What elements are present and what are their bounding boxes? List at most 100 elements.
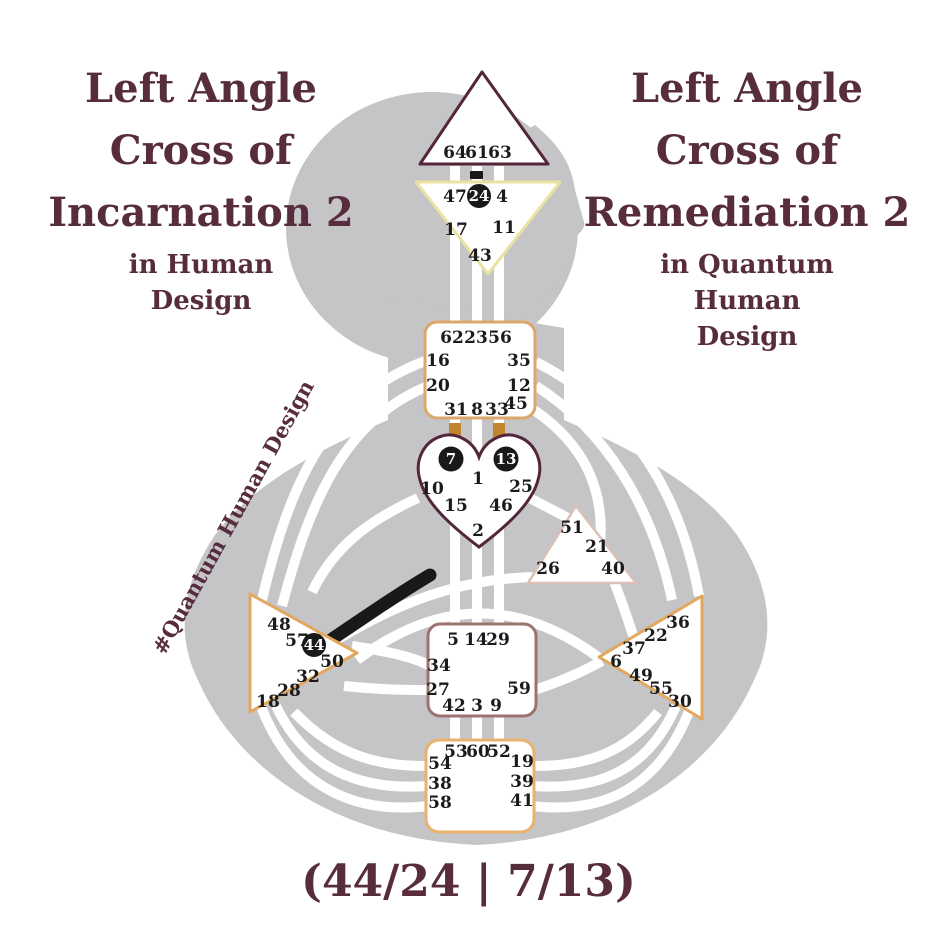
gate-5: 5 (447, 630, 459, 650)
gate-47: 47 (443, 187, 467, 207)
gate-35: 35 (507, 351, 531, 371)
gate-58: 58 (428, 793, 452, 813)
right-title: Left Angle Cross of Remediation 2 in Qua… (582, 58, 912, 356)
channel-solarplexus-root-inner (531, 708, 662, 771)
face-profile (478, 125, 585, 332)
channel-spleen-root-mid (271, 703, 429, 792)
left-subtitle-line: Design (150, 285, 252, 316)
channel-cross-arc (354, 608, 606, 665)
gate-15: 15 (444, 496, 468, 516)
gate-13-highlight (493, 446, 519, 472)
right-subtitle-line: Human (693, 285, 801, 316)
cross-gates-footer: (44/24 | 7/13) (301, 856, 636, 907)
gate-17: 17 (444, 220, 468, 240)
channel-spleen-root-inner (290, 708, 429, 771)
gate-28: 28 (277, 681, 301, 701)
gate-59: 59 (507, 679, 531, 699)
gate-27: 27 (426, 680, 450, 700)
solar-plexus-center (597, 594, 704, 721)
right-title-line: Cross of (655, 127, 839, 174)
gate-26: 26 (536, 559, 560, 579)
gate-60: 60 (466, 742, 490, 762)
gate-50: 50 (320, 652, 344, 672)
throat-center (423, 320, 537, 420)
gate-7: 7 (446, 450, 456, 468)
gate-44: 44 (304, 636, 325, 654)
left-title: Left Angle Cross of Incarnation 2 in Hum… (40, 58, 362, 320)
channel-spleen-sacral-lower (343, 681, 431, 695)
gate-56: 56 (488, 328, 512, 348)
sacral-center (426, 622, 538, 718)
gate-54: 54 (428, 754, 452, 774)
gate-40: 40 (601, 559, 625, 579)
gate-36: 36 (666, 613, 690, 633)
gate-11: 11 (492, 218, 516, 238)
gate-19: 19 (510, 752, 534, 772)
gate-10: 10 (420, 479, 444, 499)
gate-2: 2 (472, 521, 484, 541)
gate-49: 49 (629, 666, 653, 686)
channel-solarplexus-root-outer (531, 696, 699, 813)
channel-throat-spleen-outer (257, 355, 430, 602)
gate-37: 37 (622, 639, 646, 659)
gate-34: 34 (427, 656, 451, 676)
left-title-line: Cross of (109, 127, 293, 174)
gate-44-highlight (302, 633, 326, 657)
ajna-center (414, 180, 562, 276)
gate-29: 29 (486, 630, 510, 650)
gate-45: 45 (504, 394, 528, 414)
gate-48: 48 (267, 615, 291, 635)
gate-31: 31 (444, 400, 468, 420)
gate-25: 25 (509, 477, 533, 497)
gate-64: 64 (443, 143, 467, 163)
left-title-line: Incarnation 2 (48, 189, 354, 236)
channel-throat-solarplexus-inner (533, 381, 677, 602)
gate-41: 41 (510, 791, 534, 811)
gate-46: 46 (489, 496, 513, 516)
left-subtitle-line: in Human (128, 250, 274, 280)
gate-32: 32 (296, 667, 320, 687)
gate-18: 18 (256, 692, 280, 712)
channel-throat-solarplexus-outer (533, 357, 704, 597)
gate-8: 8 (471, 400, 483, 420)
root-center (424, 738, 536, 834)
channel-g-spleen (307, 493, 421, 595)
gate-21: 21 (585, 537, 609, 557)
gate-62: 62 (440, 328, 464, 348)
gate-13: 13 (496, 450, 517, 468)
gate-55: 55 (649, 679, 673, 699)
gate-14: 14 (464, 630, 488, 650)
gate-39: 39 (510, 772, 534, 792)
gate-24: 24 (469, 187, 490, 205)
gate-9: 9 (490, 696, 502, 716)
gate-63: 63 (488, 143, 512, 163)
gate-6: 6 (610, 652, 622, 672)
gate-24-highlight (467, 184, 491, 208)
right-subtitle: in Quantum Human Design (582, 248, 912, 356)
spleen-center (248, 592, 359, 714)
gate-7-highlight (438, 446, 464, 472)
gate-52: 52 (487, 742, 511, 762)
channel-throat-spleen-inner (277, 381, 430, 608)
gate-20: 20 (426, 376, 450, 396)
gate-4: 4 (496, 187, 508, 207)
right-subtitle-line: in Quantum (660, 250, 834, 280)
gate-22: 22 (644, 626, 668, 646)
right-title-line: Remediation 2 (583, 189, 911, 236)
right-title-line: Left Angle (631, 65, 863, 112)
left-title-line: Left Angle (85, 65, 317, 112)
channel-throat-ego (531, 405, 606, 547)
gate-53: 53 (444, 742, 468, 762)
channel-solarplexus-root-mid (531, 703, 681, 792)
channel-spleen-root-outer (253, 696, 429, 813)
gate-30: 30 (668, 692, 692, 712)
gate-12: 12 (507, 376, 531, 396)
gate-51: 51 (560, 518, 584, 538)
gate-1: 1 (472, 469, 484, 489)
gate-61: 61 (465, 143, 489, 163)
ego-center (526, 504, 638, 585)
gate-24-activation-bar (470, 171, 483, 179)
gate-38: 38 (428, 774, 452, 794)
channel-sacral-solarplexus (532, 656, 605, 695)
